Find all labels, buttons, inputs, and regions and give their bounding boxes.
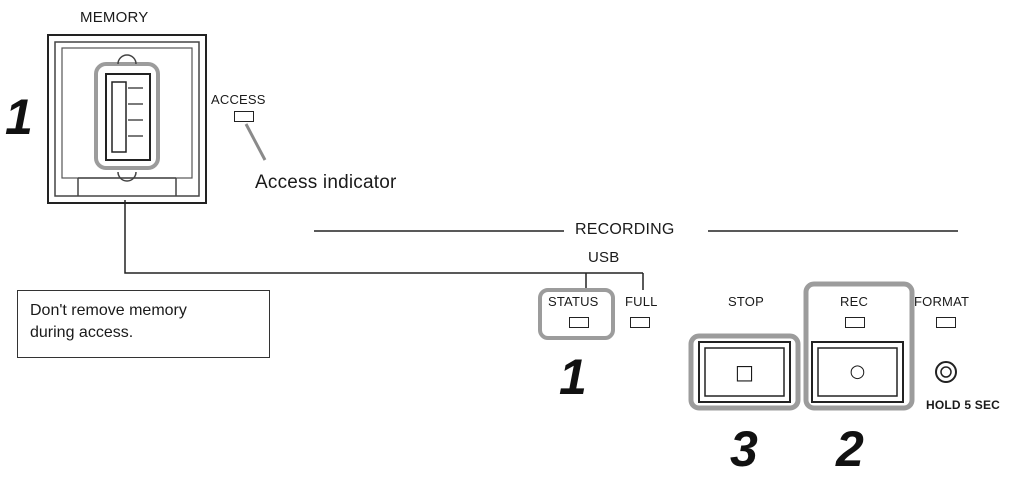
- access-indicator-callout: Access indicator: [255, 172, 397, 193]
- format-label: FORMAT: [914, 294, 970, 309]
- stop-button[interactable]: □: [705, 348, 784, 396]
- rec-label: REC: [840, 294, 869, 309]
- step-number-rec: 2: [836, 421, 864, 477]
- format-hold-hint: HOLD 5 SEC: [926, 398, 1001, 412]
- usb-port-icon: [47, 34, 207, 204]
- usb-label: USB: [588, 249, 620, 266]
- step-number-stop: 3: [730, 421, 758, 477]
- status-label: STATUS: [548, 294, 599, 309]
- status-indicator-led: [569, 317, 589, 328]
- format-indicator-led: [936, 317, 956, 328]
- access-label: ACCESS: [211, 92, 266, 107]
- warning-note-line1: Don't remove memory: [30, 302, 187, 319]
- memory-label: MEMORY: [80, 9, 149, 26]
- full-indicator-led: [630, 317, 650, 328]
- stop-square-icon: □: [735, 360, 754, 384]
- recessed-button-icon: [935, 361, 957, 383]
- full-label: FULL: [625, 294, 658, 309]
- access-indicator-led: [234, 111, 254, 122]
- warning-note: Don't remove memory during access.: [17, 290, 270, 358]
- rec-indicator-led: [845, 317, 865, 328]
- step-number-memory: 1: [5, 89, 33, 145]
- rec-circle-icon: ○: [849, 361, 866, 382]
- format-button[interactable]: [934, 360, 958, 384]
- warning-note-line2: during access.: [30, 324, 134, 341]
- recording-label: RECORDING: [575, 221, 675, 238]
- rec-button[interactable]: ○: [818, 348, 897, 396]
- stop-label: STOP: [728, 294, 764, 309]
- step-number-status: 1: [559, 349, 587, 405]
